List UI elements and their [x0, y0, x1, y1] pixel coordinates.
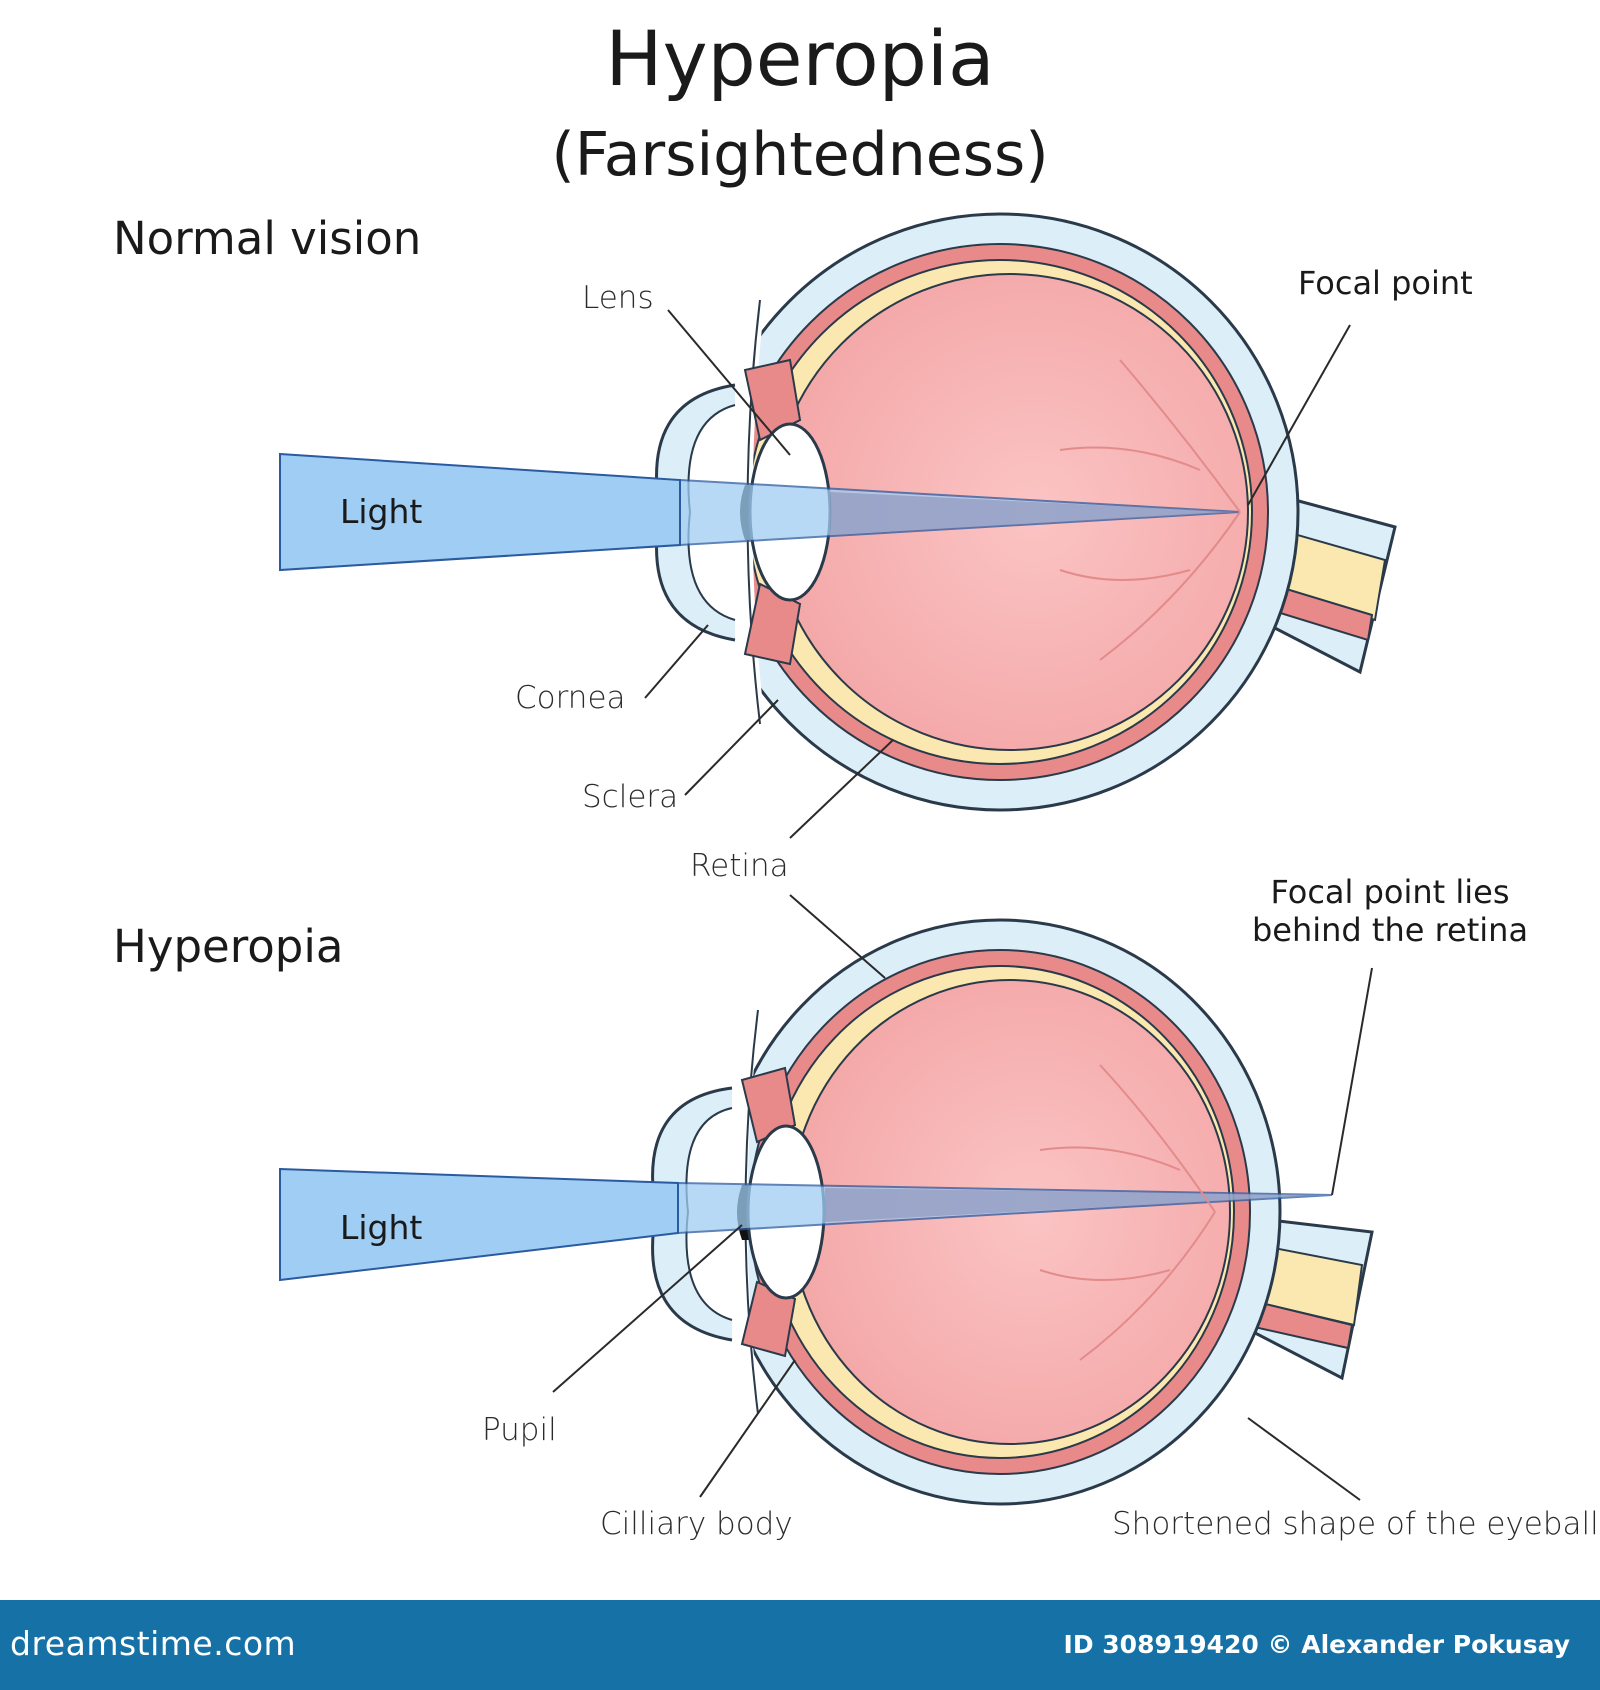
normal-eye [279, 212, 1397, 812]
hyperopia-eye [279, 918, 1374, 1506]
section-hyperopia: Hyperopia [113, 920, 344, 973]
top-leader-lines [644, 309, 1351, 839]
footer-credit: ID 308919420 © Alexander Pokusay [1063, 1630, 1570, 1659]
footer-bar: dreamstime.com ID 308919420 © Alexander … [0, 1600, 1600, 1690]
section-normal-vision: Normal vision [113, 212, 422, 265]
label-focal-point-behind-line2: behind the retina [1251, 911, 1529, 949]
footer-brand[interactable]: dreamstime.com [10, 1624, 297, 1663]
label-focal-point-behind-line1: Focal point lies [1270, 873, 1510, 911]
label-light-top: Light [340, 492, 423, 531]
bottom-leader-lines [552, 894, 1373, 1501]
label-light-bottom: Light [340, 1208, 423, 1247]
label-focal-point-behind: Focal point lies behind the retina [1250, 873, 1530, 949]
label-cornea: Cornea [515, 680, 626, 716]
label-sclera: Sclera [582, 779, 679, 815]
label-retina: Retina [690, 848, 789, 884]
label-focal-point: Focal point [1298, 264, 1473, 302]
diagram-title: Hyperopia [605, 14, 995, 103]
label-pupil: Pupil [482, 1412, 557, 1448]
label-lens: Lens [582, 280, 654, 316]
label-shortened-eyeball: Shortened shape of the eyeball [1112, 1506, 1599, 1542]
diagram-subtitle: (Farsightedness) [551, 120, 1049, 190]
label-ciliary-body: Cilliary body [600, 1506, 793, 1542]
